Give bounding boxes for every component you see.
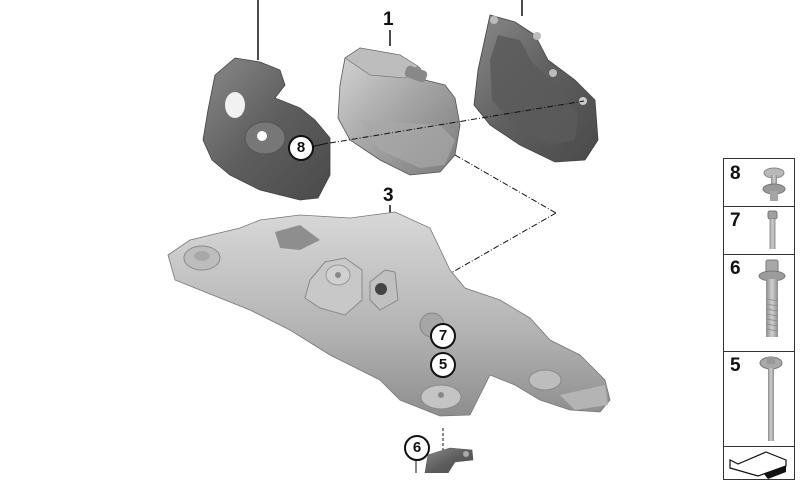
long-bolt-icon bbox=[759, 356, 783, 441]
lower-bracket-part bbox=[424, 447, 474, 473]
circle-callout-8[interactable]: 8 bbox=[288, 135, 314, 161]
carrier-bracket-part bbox=[167, 211, 611, 417]
legend-item-8[interactable]: 8 bbox=[724, 159, 794, 207]
legend-label: 7 bbox=[730, 210, 741, 231]
callout-3[interactable]: 3 bbox=[383, 185, 394, 206]
callout-1[interactable]: 1 bbox=[383, 9, 394, 30]
hex-bolt-icon bbox=[767, 210, 778, 249]
legend-item-5[interactable]: 5 bbox=[724, 351, 794, 447]
parts-legend-panel: 8 7 6 5 bbox=[723, 158, 795, 480]
torx-bolt-icon bbox=[758, 259, 786, 337]
bracket-symbol-icon bbox=[729, 451, 787, 479]
compressor-part bbox=[337, 47, 461, 176]
legend-item-symbol[interactable] bbox=[724, 446, 794, 479]
legend-item-6[interactable]: 6 bbox=[724, 254, 794, 352]
circle-callout-6[interactable]: 6 bbox=[404, 435, 430, 461]
legend-label: 8 bbox=[730, 163, 741, 184]
dashed-leader-a bbox=[454, 154, 557, 214]
right-housing-part bbox=[473, 14, 599, 163]
legend-item-7[interactable]: 7 bbox=[724, 206, 794, 255]
legend-label: 5 bbox=[730, 355, 741, 376]
circle-callout-5[interactable]: 5 bbox=[430, 352, 456, 378]
rivet-icon bbox=[762, 167, 786, 201]
left-cover-part bbox=[202, 57, 331, 201]
dashed-leader-8 bbox=[329, 100, 585, 144]
legend-label: 6 bbox=[730, 258, 741, 279]
circle-callout-7[interactable]: 7 bbox=[430, 323, 456, 349]
